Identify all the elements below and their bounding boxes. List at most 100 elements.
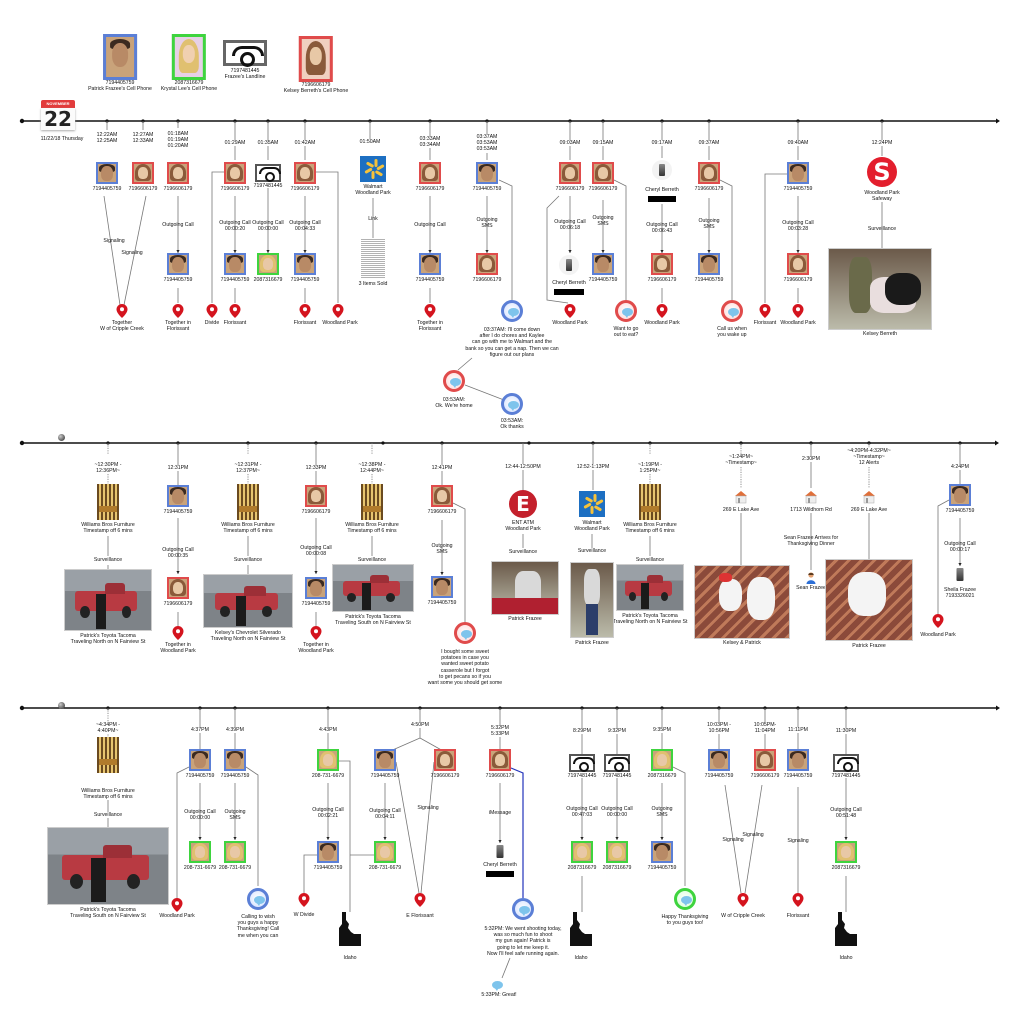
legend-patrick[interactable]: 7194405759 Patrick Frazee's Cell Phone	[88, 34, 152, 92]
surveillance-photo[interactable]	[617, 565, 683, 610]
patrick-phone-icon[interactable]	[317, 841, 339, 863]
timeline-tick[interactable]	[580, 706, 584, 710]
patrick-phone-icon[interactable]	[708, 749, 730, 771]
message-bubble-icon[interactable]	[501, 300, 523, 322]
location-pin-icon[interactable]	[424, 304, 436, 318]
kelsey-phone-icon[interactable]	[132, 162, 154, 184]
patrick-phone-icon[interactable]	[431, 576, 453, 598]
location-pin-icon[interactable]	[229, 304, 241, 318]
krystal-phone-icon[interactable]	[317, 749, 339, 771]
timeline-tick[interactable]	[233, 119, 237, 123]
timeline-tick[interactable]	[660, 706, 664, 710]
location-pin-icon[interactable]	[932, 614, 944, 628]
krystal-phone-icon[interactable]	[224, 841, 246, 863]
surveillance-photo[interactable]	[695, 566, 789, 638]
landline-phone-icon[interactable]	[569, 754, 595, 772]
landline-phone-icon[interactable]	[255, 164, 281, 182]
message-bubble-icon[interactable]	[454, 622, 476, 644]
timeline-tick[interactable]	[176, 119, 180, 123]
message-bubble-icon[interactable]	[247, 888, 269, 910]
location-pin-icon[interactable]	[298, 893, 310, 907]
location-pin-icon[interactable]	[792, 893, 804, 907]
landline-phone-icon[interactable]	[604, 754, 630, 772]
reply-bubble-icon[interactable]	[488, 976, 510, 998]
patrick-phone-icon[interactable]	[787, 162, 809, 184]
location-pin-icon[interactable]	[564, 304, 576, 318]
location-pin-icon[interactable]	[310, 626, 322, 640]
krystal-phone-icon[interactable]	[571, 841, 593, 863]
timeline-tick[interactable]	[198, 706, 202, 710]
surveillance-photo[interactable]	[492, 562, 558, 614]
cellphone-icon[interactable]	[956, 568, 964, 581]
timeline-tick[interactable]	[591, 441, 595, 445]
patrick-phone-icon[interactable]	[224, 253, 246, 275]
timeline-tick[interactable]	[707, 119, 711, 123]
cellphone-icon[interactable]	[496, 845, 504, 858]
timeline-tick[interactable]	[844, 706, 848, 710]
kelsey-phone-icon[interactable]	[476, 253, 498, 275]
kelsey-phone-icon[interactable]	[419, 162, 441, 184]
location-pin-icon[interactable]	[737, 893, 749, 907]
timeline-tick[interactable]	[106, 706, 110, 710]
surveillance-photo[interactable]	[826, 560, 912, 640]
timeline-tick[interactable]	[648, 441, 652, 445]
timeline-tick[interactable]	[867, 441, 871, 445]
patrick-phone-icon[interactable]	[698, 253, 720, 275]
kelsey-phone-icon[interactable]	[787, 253, 809, 275]
timeline-tick[interactable]	[326, 706, 330, 710]
timeline-tick[interactable]	[233, 706, 237, 710]
timeline-tick[interactable]	[763, 706, 767, 710]
surveillance-photo[interactable]	[333, 565, 413, 611]
timeline-tick[interactable]	[615, 706, 619, 710]
landline-phone-icon[interactable]	[833, 754, 859, 772]
timeline-tick[interactable]	[368, 119, 372, 123]
timeline-tick[interactable]	[568, 119, 572, 123]
cellphone-icon[interactable]	[652, 160, 672, 180]
kelsey-phone-icon[interactable]	[431, 485, 453, 507]
surveillance-photo[interactable]	[65, 570, 151, 630]
patrick-phone-icon[interactable]	[96, 162, 118, 184]
timeline-tick[interactable]	[314, 441, 318, 445]
patrick-phone-icon[interactable]	[294, 253, 316, 275]
kelsey-phone-icon[interactable]	[754, 749, 776, 771]
patrick-phone-icon[interactable]	[476, 162, 498, 184]
reply-bubble-icon[interactable]	[443, 370, 465, 392]
location-pin-icon[interactable]	[759, 304, 771, 318]
kelsey-phone-icon[interactable]	[167, 577, 189, 599]
kelsey-phone-icon[interactable]	[559, 162, 581, 184]
legend-krystal[interactable]: 2087316679 Krystal Lee's Cell Phone	[161, 34, 217, 92]
message-bubble-icon[interactable]	[721, 300, 743, 322]
timeline-tick[interactable]	[418, 706, 422, 710]
kelsey-phone-icon[interactable]	[305, 485, 327, 507]
timeline-tick[interactable]	[739, 441, 743, 445]
patrick-phone-icon[interactable]	[167, 253, 189, 275]
timeline-tick[interactable]	[958, 441, 962, 445]
patrick-phone-icon[interactable]	[189, 749, 211, 771]
timeline-tick[interactable]	[796, 706, 800, 710]
surveillance-photo[interactable]	[829, 249, 931, 329]
reply-bubble-icon[interactable]	[501, 393, 523, 415]
patrick-phone-icon[interactable]	[949, 484, 971, 506]
kelsey-phone-icon[interactable]	[224, 162, 246, 184]
cellphone-icon[interactable]	[559, 255, 579, 275]
location-pin-icon[interactable]	[332, 304, 344, 318]
krystal-phone-icon[interactable]	[835, 841, 857, 863]
surveillance-photo[interactable]	[48, 828, 168, 904]
patrick-phone-icon[interactable]	[651, 841, 673, 863]
patrick-phone-icon[interactable]	[167, 485, 189, 507]
kelsey-phone-icon[interactable]	[698, 162, 720, 184]
krystal-phone-icon[interactable]	[374, 841, 396, 863]
kelsey-phone-icon[interactable]	[434, 749, 456, 771]
message-bubble-icon[interactable]	[512, 898, 534, 920]
location-pin-icon[interactable]	[116, 304, 128, 318]
timeline-tick[interactable]	[796, 119, 800, 123]
timeline-tick[interactable]	[660, 119, 664, 123]
timeline-tick[interactable]	[601, 119, 605, 123]
krystal-phone-icon[interactable]	[257, 253, 279, 275]
surveillance-photo[interactable]	[204, 575, 292, 627]
kelsey-phone-icon[interactable]	[294, 162, 316, 184]
patrick-phone-icon[interactable]	[374, 749, 396, 771]
legend-landline[interactable]: 7197481445 Frazee's Landline	[223, 36, 267, 80]
message-bubble-icon[interactable]	[615, 300, 637, 322]
timeline-tick[interactable]	[246, 441, 250, 445]
